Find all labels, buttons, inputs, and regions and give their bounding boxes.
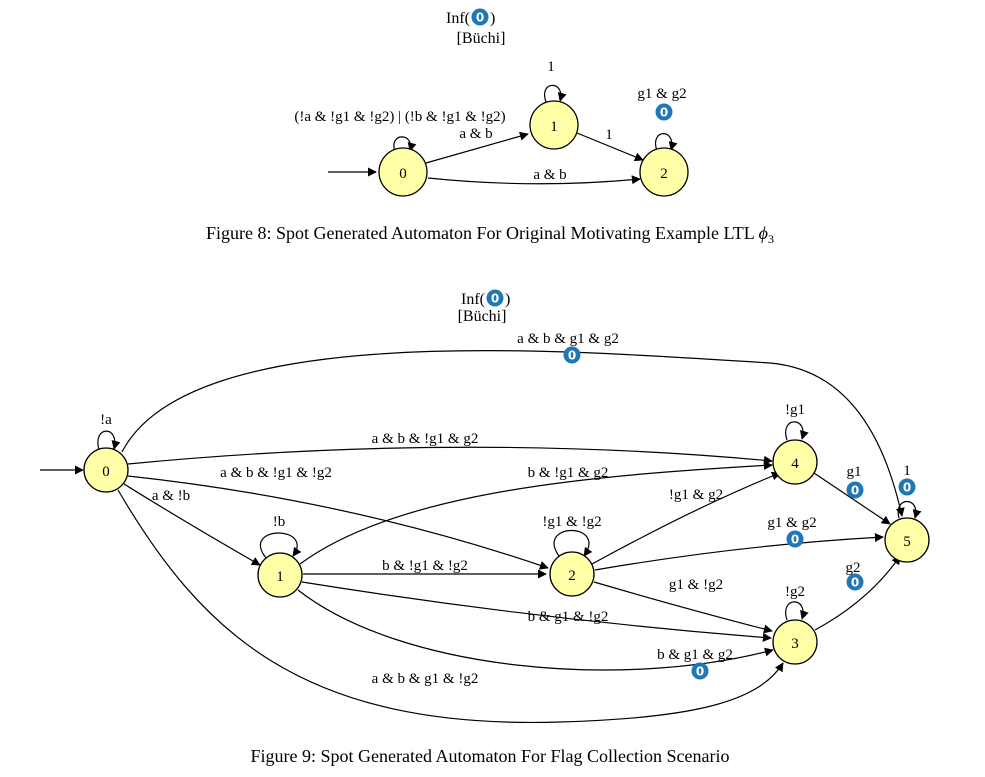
fig8-inf-label: Inf( (446, 10, 470, 27)
fig9-acceptance-mark: 0 (486, 289, 504, 307)
fig9-edge-1-3b (297, 589, 774, 671)
fig9-label-edge-1-2: b & !g1 & !g2 (382, 558, 468, 574)
fig9-edge-loop-1 (259, 532, 302, 559)
svg-text:0: 0 (791, 533, 799, 547)
fig9-edge-0-1 (123, 483, 261, 566)
fig9-mark-loop-5: 0 (898, 478, 916, 496)
svg-text:1: 1 (550, 119, 558, 135)
fig9-edge-loop-4 (785, 421, 809, 441)
fig9-label-edge-0-4: a & b & !g1 & g2 (372, 431, 479, 447)
fig9-label-edge-2-5: g1 & g2 (767, 515, 816, 531)
svg-text:0: 0 (568, 349, 576, 363)
fig9-state-2: 2 (549, 551, 595, 597)
fig8-label-edge-0-2: a & b (533, 167, 566, 183)
fig9-caption: Figure 9: Spot Generated Automaton For F… (251, 746, 730, 766)
fig9-edge-2-5 (594, 532, 884, 571)
fig8-edge-0-2 (427, 175, 641, 185)
fig9-label-loop-1: !b (273, 514, 286, 530)
fig9-edge-loop-0 (97, 430, 121, 451)
svg-text:5: 5 (903, 534, 911, 550)
fig9-state-1: 1 (257, 552, 303, 598)
fig8-state-0: 0 (378, 147, 428, 197)
fig9-mark-edge-0-5: 0 (563, 346, 581, 364)
fig9-mark-edge-4-5: 0 (846, 481, 864, 499)
fig9-edge-0-5 (121, 350, 905, 517)
fig8-inf-close: ) (490, 10, 495, 27)
fig8-label-edge-0-1: a & b (459, 126, 492, 142)
figure-8: Inf( 0 ) [Büchi] 0 1 2 (!a (206, 8, 774, 246)
fig9-mark-edge-1-3b: 0 (691, 662, 709, 680)
svg-text:0: 0 (851, 576, 859, 590)
fig8-caption: Figure 8: Spot Generated Automaton For O… (206, 223, 774, 246)
fig9-label-edge-4-5: g1 (847, 464, 862, 480)
fig9-label-edge-2-3: g1 & !g2 (669, 577, 723, 593)
fig9-label-edge-0-3: a & b & g1 & !g2 (372, 671, 479, 687)
fig9-edge-3-5 (814, 555, 901, 631)
fig8-edge-loop-2 (654, 133, 678, 152)
svg-text:2: 2 (660, 166, 668, 182)
fig9-state-5: 5 (884, 517, 930, 563)
fig9-label-loop-4: !g1 (785, 402, 805, 418)
svg-text:3: 3 (791, 636, 799, 652)
fig8-edge-1-2 (576, 132, 644, 162)
fig9-state-4: 4 (772, 439, 818, 485)
fig8-label-loop-1: 1 (547, 59, 555, 75)
svg-text:1: 1 (276, 569, 284, 585)
fig8-state-1: 1 (529, 100, 579, 150)
fig9-acceptance-type: [Büchi] (458, 308, 507, 325)
svg-text:4: 4 (791, 456, 799, 472)
fig8-edge-loop-0 (393, 136, 417, 153)
svg-text:0: 0 (851, 484, 859, 498)
svg-text:0: 0 (696, 665, 704, 679)
svg-text:0: 0 (660, 106, 668, 120)
fig9-label-loop-2: !g1 & !g2 (542, 514, 601, 530)
fig8-label-loop-2: g1 & g2 (637, 86, 686, 102)
fig8-label-edge-1-2: 1 (605, 127, 613, 143)
fig9-edge-1-4 (299, 460, 773, 565)
fig9-mark-edge-2-5: 0 (786, 530, 804, 548)
svg-text:0: 0 (903, 481, 911, 495)
fig9-acceptance-condition: Inf( 0 ) [Büchi] (458, 289, 510, 325)
fig9-edge-0-4 (127, 446, 773, 465)
fig9-label-edge-3-5: g2 (846, 560, 861, 576)
svg-text:0: 0 (399, 166, 407, 182)
svg-text:0: 0 (491, 292, 499, 306)
fig9-edge-4-5 (813, 472, 891, 525)
fig9-edge-0-2 (127, 475, 549, 570)
fig9-label-edge-1-3a: b & g1 & !g2 (528, 609, 609, 625)
fig8-label-loop-0: (!a & !g1 & !g2) | (!b & !g1 & !g2) (294, 109, 505, 125)
fig9-inf-label: Inf( (461, 291, 485, 308)
fig9-state-3: 3 (772, 619, 818, 665)
fig9-edge-loop-3 (785, 601, 809, 621)
fig8-acceptance-condition: Inf( 0 ) [Büchi] (446, 8, 506, 47)
fig9-edge-1-3a (301, 581, 772, 642)
fig9-label-edge-2-4: !g1 & g2 (669, 487, 723, 503)
fig9-edge-2-3 (593, 581, 773, 634)
fig9-label-edge-0-5: a & b & g1 & g2 (517, 331, 619, 347)
fig9-label-edge-1-3b: b & g1 & g2 (657, 647, 733, 663)
fig9-label-loop-5: 1 (903, 463, 911, 479)
fig9-label-edge-0-2: a & b & !g1 & !g2 (220, 465, 332, 481)
svg-text:0: 0 (476, 11, 484, 25)
fig9-edge-2-4 (591, 471, 781, 565)
fig8-mark-loop-2: 0 (655, 103, 673, 121)
svg-text:0: 0 (102, 464, 110, 480)
fig8-edge-0-1 (425, 131, 529, 164)
fig9-label-loop-3: !g2 (785, 584, 805, 600)
fig9-state-0: 0 (83, 447, 129, 493)
fig8-edge-loop-1 (543, 84, 567, 103)
fig8-acceptance-type: [Büchi] (457, 30, 506, 47)
fig9-edge-loop-2 (553, 530, 593, 557)
fig9-mark-edge-3-5: 0 (846, 573, 864, 591)
fig9-edge-0-3 (117, 489, 784, 724)
fig9-label-loop-0: !a (100, 412, 112, 428)
fig8-state-2: 2 (639, 147, 689, 197)
fig9-label-edge-1-4: b & !g1 & g2 (528, 465, 609, 481)
fig9-label-edge-0-1: a & !b (152, 488, 190, 504)
figure-9: Inf( 0 ) [Büchi] (40, 289, 930, 766)
fig8-acceptance-mark: 0 (471, 8, 489, 26)
fig9-inf-close: ) (505, 291, 510, 308)
svg-text:2: 2 (568, 568, 576, 584)
